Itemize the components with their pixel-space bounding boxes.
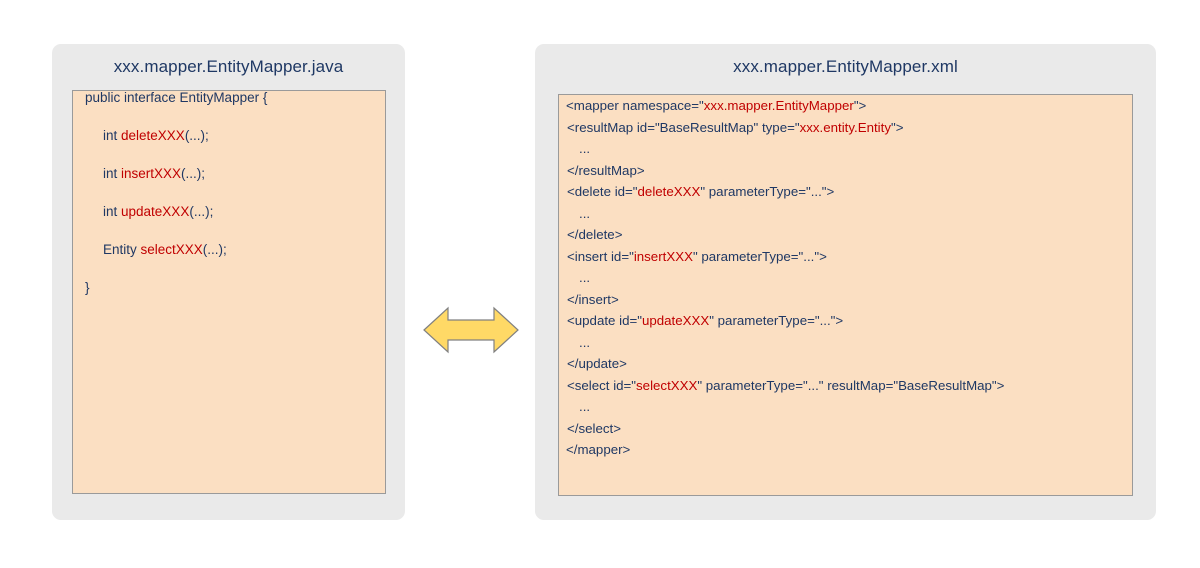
java-mapper-panel: xxx.mapper.EntityMapper.java public inte… — [52, 44, 405, 520]
code-token-keyword: <resultMap id="BaseResultMap" type=" — [567, 119, 800, 135]
code-line: </select> — [559, 418, 1132, 440]
code-line: <select id="selectXXX" parameterType="..… — [559, 375, 1132, 397]
code-blank-line — [73, 181, 385, 205]
java-code-block: public interface EntityMapper { int delet… — [72, 90, 386, 494]
code-line: </resultMap> — [559, 160, 1132, 182]
code-token-keyword: </delete> — [567, 227, 623, 242]
code-token-value: xxx.entity.Entity — [799, 119, 891, 135]
code-token-keyword: ... — [579, 141, 591, 156]
code-token-value: xxx.mapper.EntityMapper — [703, 98, 854, 113]
bidirectional-arrow-icon — [422, 306, 520, 354]
code-line: <resultMap id="BaseResultMap" type="xxx.… — [559, 117, 1132, 139]
code-token-keyword: <mapper namespace=" — [566, 98, 704, 113]
code-token-keyword: "> — [890, 119, 904, 135]
code-token-keyword: " parameterType="..."> — [709, 313, 844, 328]
code-blank-line — [73, 257, 385, 281]
code-token-keyword: <update id=" — [567, 313, 642, 328]
code-token-keyword: </resultMap> — [567, 162, 645, 178]
code-token-value: deleteXXX — [121, 128, 185, 143]
code-token-keyword: " parameterType="..." resultMap="BaseRes… — [697, 377, 1005, 393]
code-token-keyword: (...); — [181, 166, 206, 181]
code-line: <delete id="deleteXXX" parameterType="..… — [559, 181, 1132, 203]
code-token-keyword: <select id=" — [567, 377, 637, 393]
code-line: ... — [559, 396, 1132, 418]
code-line: int insertXXX(...); — [73, 167, 385, 181]
xml-panel-title: xxx.mapper.EntityMapper.xml — [733, 57, 958, 76]
code-line: ... — [559, 332, 1132, 354]
code-token-value: insertXXX — [633, 248, 693, 264]
xml-code-block: <mapper namespace="xxx.mapper.EntityMapp… — [558, 94, 1133, 496]
code-token-keyword: </mapper> — [566, 442, 631, 457]
code-line: int updateXXX(...); — [73, 205, 385, 219]
java-panel-title: xxx.mapper.EntityMapper.java — [113, 57, 344, 76]
code-blank-line — [73, 219, 385, 243]
code-blank-line — [73, 143, 385, 167]
code-line: </insert> — [559, 289, 1132, 311]
code-token-keyword: ... — [579, 205, 591, 221]
code-token-keyword: int — [103, 128, 122, 143]
code-token-keyword: <delete id=" — [567, 184, 638, 199]
code-token-keyword: </update> — [567, 356, 627, 371]
code-line: <insert id="insertXXX" parameterType="..… — [559, 246, 1132, 268]
code-line: public interface EntityMapper { — [73, 91, 385, 105]
code-line: } — [73, 281, 385, 295]
code-token-keyword: <insert id=" — [567, 248, 634, 264]
code-token-keyword: " parameterType="..."> — [700, 184, 835, 199]
code-token-keyword: (...); — [202, 242, 227, 257]
code-line: int deleteXXX(...); — [73, 129, 385, 143]
code-token-keyword: public interface EntityMapper { — [85, 90, 268, 105]
code-line: Entity selectXXX(...); — [73, 243, 385, 257]
code-token-keyword: (...); — [189, 204, 214, 219]
code-token-value: deleteXXX — [637, 184, 701, 199]
code-blank-line — [73, 105, 385, 129]
code-token-value: insertXXX — [121, 166, 182, 181]
code-token-keyword: Entity — [103, 242, 141, 257]
code-line: ... — [559, 203, 1132, 225]
code-token-value: updateXXX — [121, 204, 190, 219]
code-token-keyword: </select> — [567, 420, 621, 436]
code-token-keyword: ... — [579, 270, 591, 285]
code-line: <update id="updateXXX" parameterType="..… — [559, 310, 1132, 332]
code-line: ... — [559, 138, 1132, 160]
code-token-value: updateXXX — [641, 313, 710, 328]
code-token-keyword: ... — [579, 334, 591, 350]
code-line: ... — [559, 267, 1132, 289]
code-token-keyword: ... — [579, 399, 591, 414]
xml-mapper-panel: xxx.mapper.EntityMapper.xml <mapper name… — [535, 44, 1156, 520]
code-token-keyword: "> — [853, 98, 867, 113]
code-token-keyword: " parameterType="..."> — [692, 248, 827, 264]
code-token-keyword: } — [85, 280, 90, 295]
code-line: </mapper> — [559, 439, 1132, 461]
code-token-value: selectXXX — [636, 377, 698, 393]
code-line: </update> — [559, 353, 1132, 375]
code-token-keyword: </insert> — [567, 291, 619, 307]
code-token-keyword: (...); — [184, 128, 209, 143]
code-line: <mapper namespace="xxx.mapper.EntityMapp… — [559, 95, 1132, 117]
code-token-keyword: int — [103, 204, 122, 219]
code-token-keyword: int — [103, 166, 122, 181]
code-token-value: selectXXX — [140, 242, 203, 257]
code-line: </delete> — [559, 224, 1132, 246]
